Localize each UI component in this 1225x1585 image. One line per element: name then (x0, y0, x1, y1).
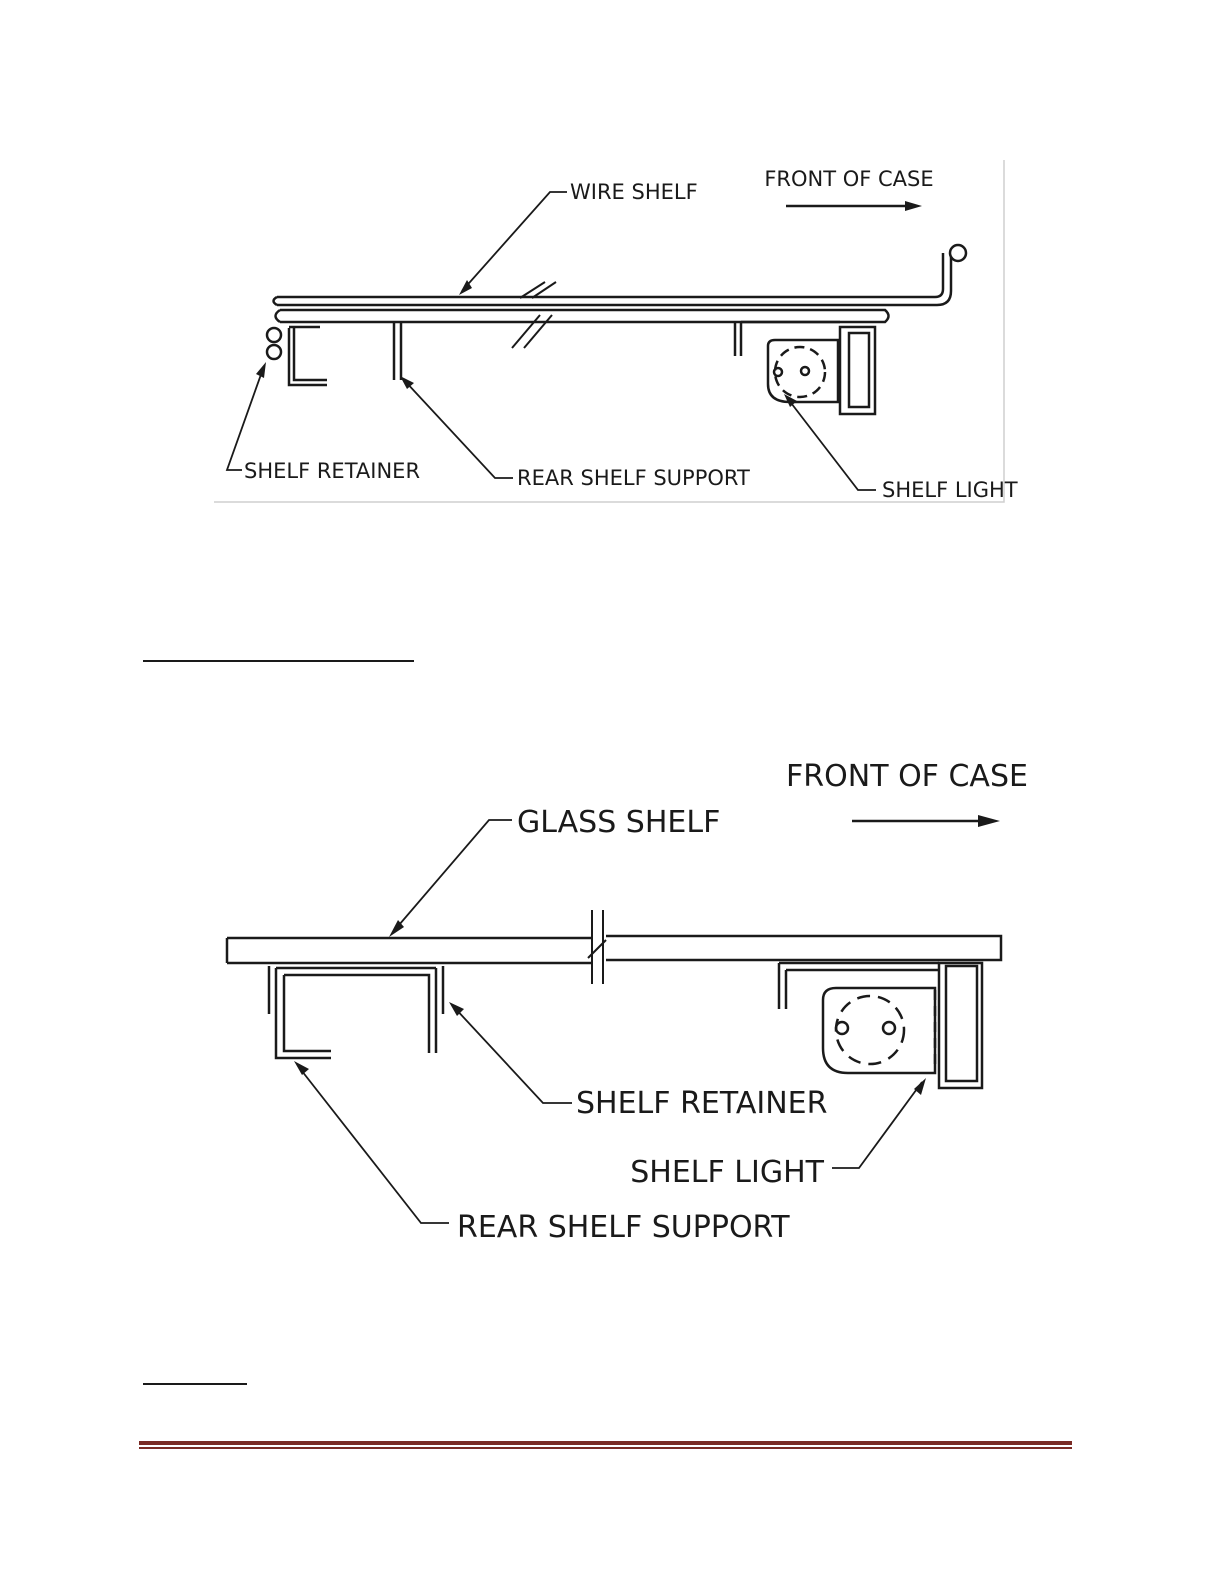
label-wire-shelf: WIRE SHELF (570, 180, 698, 204)
wire-shelf (274, 253, 952, 322)
footer-rule-thin (139, 1447, 1072, 1449)
break-mark (588, 910, 606, 984)
wire-shelf-diagram: FRONT OF CASE WIRE SHELF SHELF RETAINER … (0, 0, 1225, 560)
figure-frame (214, 160, 1004, 502)
shelf-light (768, 327, 875, 414)
front-rod (950, 245, 966, 261)
label-glass-shelf: GLASS SHELF (517, 805, 720, 840)
shelf-light (823, 963, 982, 1088)
label-front-of-case: FRONT OF CASE (786, 759, 1028, 794)
label-rear-shelf-support: REAR SHELF SUPPORT (517, 466, 750, 490)
section-underline (143, 660, 414, 662)
label-shelf-retainer: SHELF RETAINER (244, 459, 420, 483)
shelf-retainer (269, 966, 443, 1014)
glass-shelf-diagram: FRONT OF CASE GLASS SHELF SHELF RETAINER… (0, 720, 1225, 1280)
break-mark (512, 282, 556, 348)
section-underline (143, 1383, 247, 1385)
shelf-retainer (267, 327, 327, 385)
label-shelf-retainer: SHELF RETAINER (576, 1086, 827, 1121)
front-of-case-arrow (852, 815, 1000, 827)
rear-shelf-support (276, 968, 436, 1058)
label-shelf-light: SHELF LIGHT (630, 1155, 824, 1190)
footer-rule (139, 1441, 1072, 1445)
leader-lines (298, 820, 922, 1223)
rear-shelf-support (394, 323, 401, 380)
leader-arrowheads (256, 280, 797, 407)
front-of-case-arrow (786, 201, 922, 211)
label-front-of-case: FRONT OF CASE (764, 167, 933, 191)
label-rear-shelf-support: REAR SHELF SUPPORT (457, 1210, 790, 1245)
label-shelf-light: SHELF LIGHT (882, 478, 1018, 502)
glass-shelf (227, 936, 1001, 963)
front-bracket (779, 963, 939, 1009)
